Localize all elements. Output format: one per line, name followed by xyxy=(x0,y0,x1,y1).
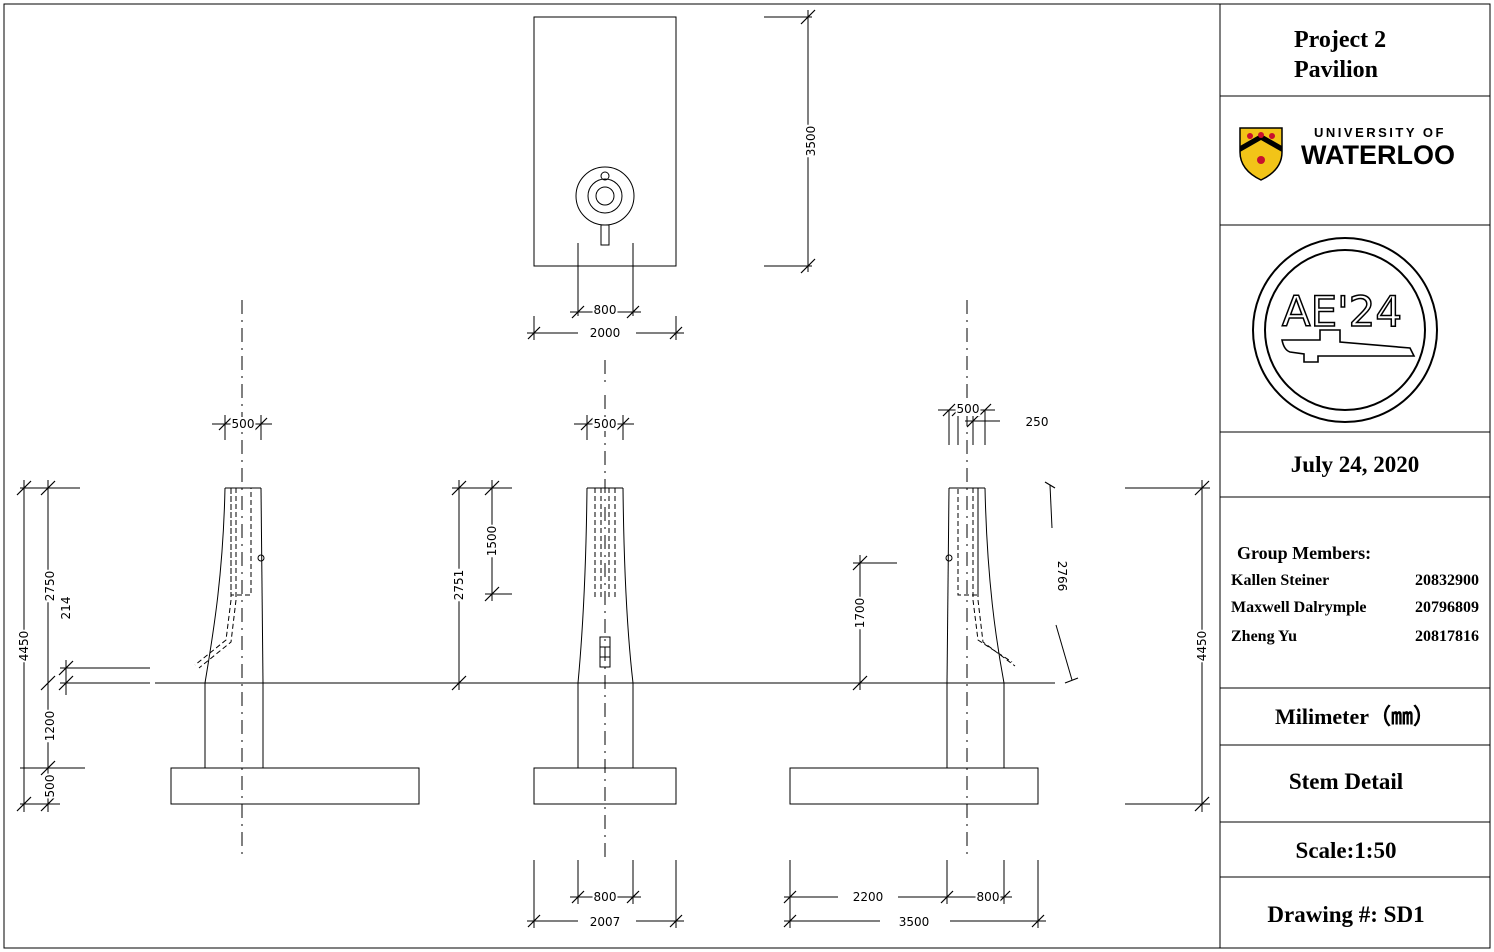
member-name-1: Kallen Steiner xyxy=(1231,572,1329,589)
right-elevation xyxy=(789,300,1039,857)
plan-stem-outer-circle xyxy=(575,166,635,226)
middle-stem-height-label: 2751 xyxy=(452,570,466,601)
left-vertical-dimensions: 4450 2750 214 1200 500 xyxy=(16,480,150,812)
university-name-line1: UNIVERSITY OF xyxy=(1314,125,1446,140)
right-top-width-dimension: 500 250 xyxy=(938,402,1050,445)
drawing-date: July 24, 2020 xyxy=(1291,452,1419,477)
plan-stem-top-marker xyxy=(600,171,610,181)
plan-height-dimension: 3500 xyxy=(764,9,818,274)
right-anchor-marker xyxy=(945,554,953,562)
left-elevation xyxy=(170,300,420,857)
left-stem-height-label: 2750 xyxy=(43,571,57,602)
right-footing xyxy=(789,767,1039,805)
plan-footing-outline xyxy=(533,16,677,267)
plan-width-label: 2000 xyxy=(590,326,621,340)
right-total-dimension: 4450 xyxy=(1125,480,1210,812)
plan-inner-width-label: 800 xyxy=(594,303,617,317)
left-embed-label: 1200 xyxy=(43,711,57,742)
right-top-width-label: 500 xyxy=(957,402,980,416)
member-name-2: Maxwell Dalrymple xyxy=(1231,599,1367,616)
member-name-3: Zheng Yu xyxy=(1231,628,1297,645)
title-block: Project 2 Pavilion UNIVERSITY OF WATERLO… xyxy=(1220,27,1490,927)
left-total-label: 4450 xyxy=(17,631,31,662)
plan-width-dimension: 2000 xyxy=(527,316,684,340)
middle-top-width-label: 500 xyxy=(594,417,617,431)
left-footing-label: 500 xyxy=(43,775,57,798)
middle-footing-width-label: 2007 xyxy=(590,915,621,929)
plan-view xyxy=(533,16,677,385)
right-footing-width-label: 3500 xyxy=(899,915,930,929)
class-logo-text: AE'24 xyxy=(1282,287,1402,336)
plan-stem-tab xyxy=(600,224,610,246)
units-label: Milimeter（㎜） xyxy=(1275,704,1435,729)
class-logo: AE'24 xyxy=(1252,237,1438,423)
middle-rebar-height-label: 1500 xyxy=(485,526,499,557)
middle-bottom-dimensions: 800 2007 xyxy=(527,860,684,929)
left-footing xyxy=(170,767,420,805)
member-id-2: 20796809 xyxy=(1415,599,1479,616)
plan-height-label: 3500 xyxy=(804,126,818,157)
sheet-border xyxy=(3,3,1491,949)
middle-vertical-dimensions: 2751 1500 xyxy=(451,480,512,691)
right-bottom-dimensions: 2200 800 3500 xyxy=(783,860,1046,929)
project-title-line2: Pavilion xyxy=(1294,57,1378,83)
left-top-width-dimension: 500 xyxy=(212,415,272,440)
scale-label: Scale:1:50 xyxy=(1296,838,1397,863)
plan-stem-inner-circle xyxy=(595,186,615,206)
middle-inner-width-label: 800 xyxy=(594,890,617,904)
member-id-1: 20832900 xyxy=(1415,572,1479,589)
left-anchor-marker xyxy=(257,554,265,562)
drawing-number: Drawing #: SD1 xyxy=(1267,902,1424,927)
right-inner-width-label: 800 xyxy=(977,890,1000,904)
right-arc-dimension: 2766 xyxy=(1044,481,1079,684)
middle-top-width-dimension: 500 xyxy=(574,415,634,440)
right-mark-height-dimension: 1700 xyxy=(852,555,897,691)
right-total-label: 4450 xyxy=(1195,631,1209,662)
right-arc-length-label: 2766 xyxy=(1055,561,1069,592)
middle-footing xyxy=(533,767,677,805)
university-name-line2: WATERLOO xyxy=(1301,140,1455,170)
right-offset-label: 2200 xyxy=(853,890,884,904)
left-top-width-label: 500 xyxy=(232,417,255,431)
member-id-3: 20817816 xyxy=(1415,628,1479,645)
plan-stem-mid-circle xyxy=(587,178,623,214)
group-members-heading: Group Members: xyxy=(1237,543,1371,563)
drawing-title: Stem Detail xyxy=(1289,769,1403,794)
project-title-line1: Project 2 xyxy=(1294,27,1386,53)
right-cover-label: 250 xyxy=(1026,415,1049,429)
middle-elevation xyxy=(533,395,677,857)
plan-inner-width-dimension: 800 xyxy=(570,303,641,319)
middle-connection-plate xyxy=(599,636,611,668)
left-offset-label: 214 xyxy=(59,597,73,620)
hammer-icon xyxy=(1281,329,1416,363)
university-logo: UNIVERSITY OF WATERLOO xyxy=(1239,125,1455,181)
right-mark-height-label: 1700 xyxy=(853,598,867,629)
